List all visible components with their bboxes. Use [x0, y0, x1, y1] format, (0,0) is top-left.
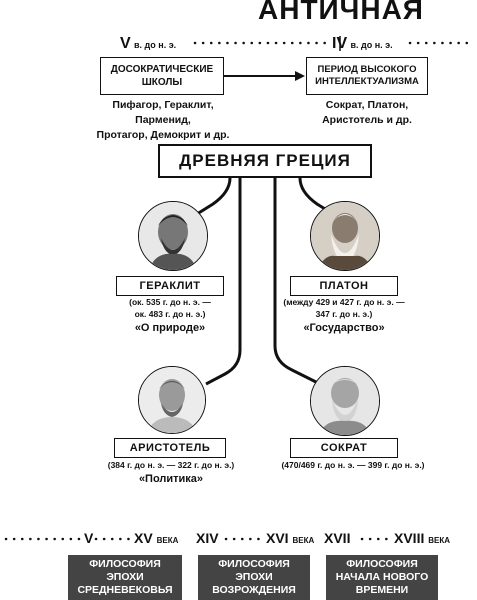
- plato-dates-line2: 347 г. до н. э.): [315, 309, 373, 319]
- timeline-suffix-v: в. до н. э.: [134, 40, 177, 50]
- renaissance-line3: ВОЗРОЖДЕНИЯ: [212, 584, 296, 596]
- heraclitus-portrait: [138, 201, 208, 271]
- bust-icon: [311, 202, 379, 270]
- century-xvii: XVII: [324, 530, 351, 546]
- high-intellectualism-names-line2: Аристотель и др.: [322, 114, 412, 126]
- century-xv-numeral: XV: [134, 530, 153, 546]
- century-xvi: XVI ВЕКА: [266, 530, 314, 546]
- century-v: V: [84, 530, 94, 546]
- presocratic-schools-box: ДОСОКРАТИЧЕСКИЕ ШКОЛЫ: [100, 57, 224, 95]
- timeline-label-v: V в. до н. э.: [120, 35, 176, 53]
- century-xiv: XIV: [196, 530, 219, 546]
- modern-philosophy-box: ФИЛОСОФИЯ НАЧАЛА НОВОГО ВРЕМЕНИ: [326, 555, 438, 600]
- bust-icon: [139, 367, 205, 433]
- presocratic-line1: ДОСОКРАТИЧЕСКИЕ: [110, 64, 214, 75]
- modern-line2: НАЧАЛА НОВОГО: [335, 571, 429, 583]
- renaissance-line1: ФИЛОСОФИЯ: [218, 558, 290, 570]
- century-xvi-suffix: ВЕКА: [292, 536, 315, 545]
- plato-dates: (между 429 и 427 г. до н. э. — 347 г. до…: [278, 296, 410, 320]
- century-xviii: XVIII ВЕКА: [394, 530, 450, 546]
- high-intellectualism-box: ПЕРИОД ВЫСОКОГО ИНТЕЛЛЕКТУАЛИЗМА: [306, 57, 428, 95]
- high-intellectualism-names-line1: Сократ, Платон,: [325, 99, 409, 111]
- bust-icon: [311, 367, 379, 435]
- plato-dates-line1: (между 429 и 427 г. до н. э. —: [283, 297, 405, 307]
- presocratic-names: Пифагор, Гераклит, Парменид, Протагор, Д…: [88, 98, 238, 143]
- modern-line3: ВРЕМЕНИ: [355, 584, 409, 596]
- presocratic-names-line1: Пифагор, Гераклит, Парменид,: [112, 99, 214, 126]
- medieval-philosophy-box: ФИЛОСОФИЯ ЭПОХИ СРЕДНЕВЕКОВЬЯ: [68, 555, 182, 600]
- medieval-line3: СРЕДНЕВЕКОВЬЯ: [77, 584, 173, 596]
- renaissance-philosophy-box: ФИЛОСОФИЯ ЭПОХИ ВОЗРОЖДЕНИЯ: [198, 555, 310, 600]
- medieval-line2: ЭПОХИ: [106, 571, 144, 583]
- aristotle-dates: (384 г. до н. э. — 322 г. до н. э.): [107, 460, 235, 470]
- heraclitus-dates: (ок. 535 г. до н. э. — ок. 483 г. до н. …: [104, 296, 236, 320]
- page-title: АНТИЧНАЯ: [258, 0, 424, 25]
- century-xvi-numeral: XVI: [266, 530, 289, 546]
- high-intellectualism-names: Сократ, Платон, Аристотель и др.: [306, 98, 428, 128]
- plato-portrait: [310, 201, 380, 271]
- plato-name: ПЛАТОН: [290, 276, 398, 296]
- modern-line1: ФИЛОСОФИЯ: [346, 558, 418, 570]
- heraclitus-work: «О природе»: [134, 322, 206, 334]
- socrates-dates: (470/469 г. до н. э. — 399 г. до н. э.): [281, 460, 425, 470]
- presocratic-names-line2: Протагор, Демокрит и др.: [96, 129, 230, 141]
- socrates-portrait: [310, 366, 380, 436]
- aristotle-name: АРИСТОТЕЛЬ: [114, 438, 226, 458]
- timeline-numeral-v: V: [120, 35, 131, 52]
- timeline-label-iv: IV в. до н. э.: [332, 35, 393, 53]
- medieval-line1: ФИЛОСОФИЯ: [89, 558, 161, 570]
- aristotle-portrait: [138, 366, 206, 434]
- plato-work: «Государство»: [303, 322, 385, 334]
- century-xviii-numeral: XVIII: [394, 530, 425, 546]
- heraclitus-name: ГЕРАКЛИТ: [116, 276, 224, 296]
- high-intellectualism-line1: ПЕРИОД ВЫСОКОГО: [317, 64, 417, 75]
- ancient-greece-box: ДРЕВНЯЯ ГРЕЦИЯ: [158, 144, 372, 178]
- presocratic-line2: ШКОЛЫ: [141, 77, 183, 88]
- high-intellectualism-line2: ИНТЕЛЛЕКТУАЛИЗМА: [315, 76, 419, 87]
- timeline-numeral-iv: IV: [332, 35, 348, 52]
- century-xv: XV ВЕКА: [134, 530, 178, 546]
- century-xviii-suffix: ВЕКА: [428, 536, 451, 545]
- renaissance-line2: ЭПОХИ: [235, 571, 273, 583]
- bust-icon: [139, 202, 207, 270]
- century-xv-suffix: ВЕКА: [156, 536, 179, 545]
- timeline-suffix-iv: в. до н. э.: [350, 40, 393, 50]
- heraclitus-dates-line1: (ок. 535 г. до н. э. —: [129, 297, 211, 307]
- socrates-name: СОКРАТ: [290, 438, 398, 458]
- heraclitus-dates-line2: ок. 483 г. до н. э.): [134, 309, 206, 319]
- aristotle-work: «Политика»: [138, 473, 204, 485]
